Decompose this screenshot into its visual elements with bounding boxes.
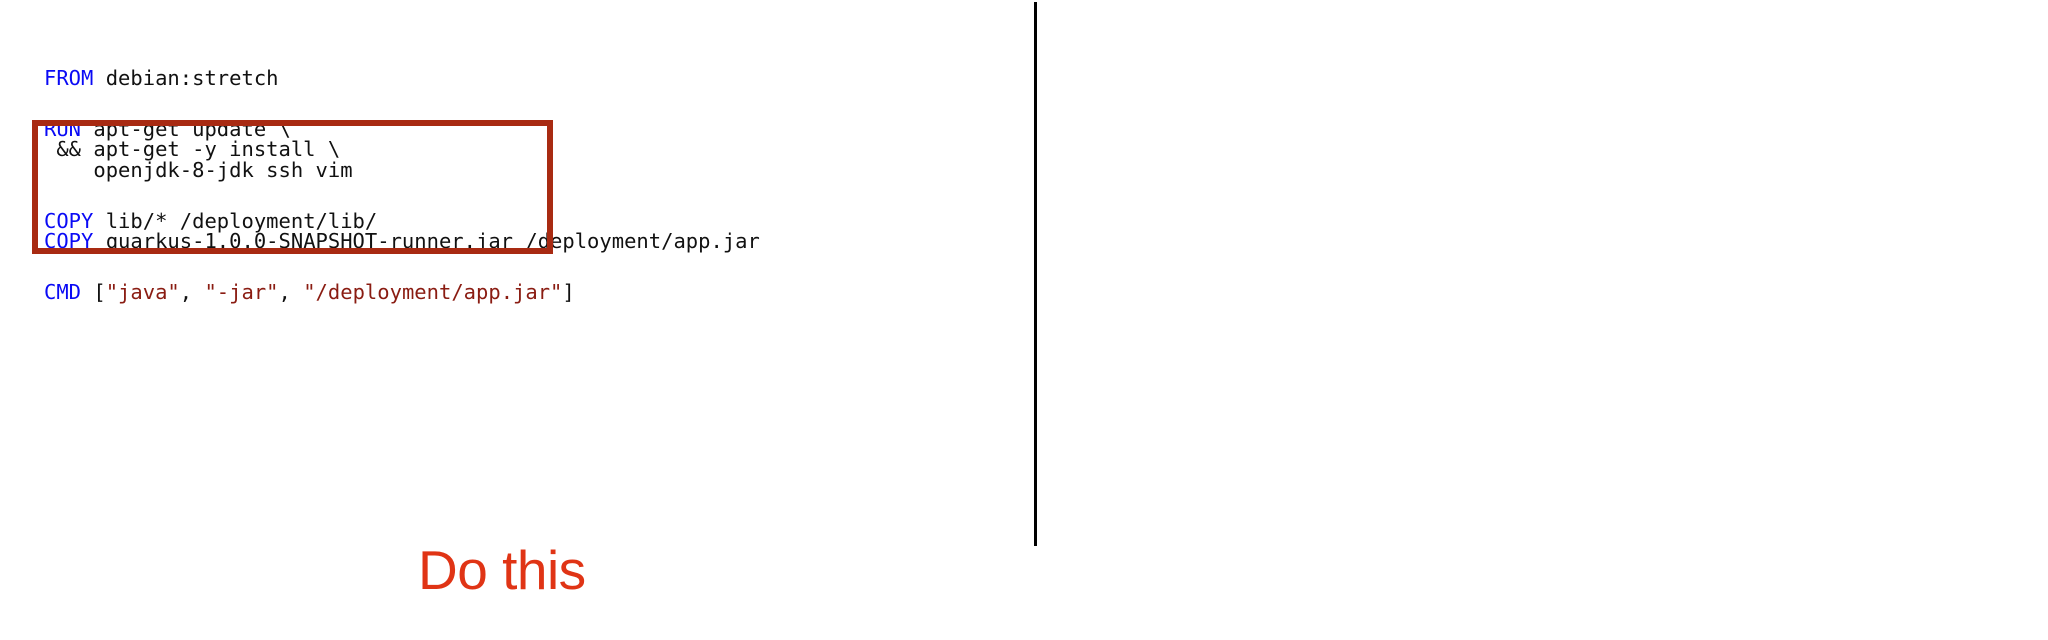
- code-text: openjdk-8-jdk ssh vim: [44, 157, 353, 182]
- code-line-from: FROM debian:stretch: [44, 63, 760, 90]
- code-text: && apt-get -y install \: [44, 137, 341, 162]
- code-line-cmd: CMD ["java", "-jar", "/deployment/app.ja…: [44, 277, 760, 304]
- string-literal-jar-flag: "-jar": [204, 280, 279, 305]
- code-text: quarkus-1.0.0-SNAPSHOT-runner.jar /deplo…: [93, 229, 760, 254]
- string-literal-java: "java": [105, 280, 180, 305]
- code-line-copy-lib: COPY lib/* /deployment/lib/: [44, 206, 760, 233]
- keyword-cmd: CMD: [44, 280, 82, 305]
- avoid-this-panel: FROM debian:stretch RUN apt-get updateRU…: [1036, 0, 2048, 640]
- code-text: [: [81, 280, 106, 305]
- code-text: ,: [179, 280, 205, 305]
- code-text: ]: [562, 280, 575, 305]
- keyword-from: FROM: [44, 65, 94, 90]
- panel-divider: [1034, 2, 1037, 546]
- code-text: lib/* /deployment/lib/: [93, 208, 378, 233]
- keyword-copy: COPY: [44, 208, 94, 233]
- caption-do-this: Do this: [418, 539, 586, 601]
- code-line-run: RUN apt-get update \: [44, 114, 760, 141]
- code-text: debian:stretch: [93, 65, 279, 90]
- code-text: ,: [278, 280, 304, 305]
- code-line-copy-jar: COPY quarkus-1.0.0-SNAPSHOT-runner.jar /…: [44, 226, 760, 253]
- code-line-run-continued-1: && apt-get -y install \: [44, 134, 760, 161]
- do-this-panel: FROM debian:stretch RUN apt-get update \…: [32, 63, 760, 601]
- code-line-run-continued-2: openjdk-8-jdk ssh vim: [44, 155, 760, 182]
- string-literal-app-path: "/deployment/app.jar": [303, 280, 563, 305]
- dockerfile-code-do: FROM debian:stretch RUN apt-get update \…: [44, 63, 760, 305]
